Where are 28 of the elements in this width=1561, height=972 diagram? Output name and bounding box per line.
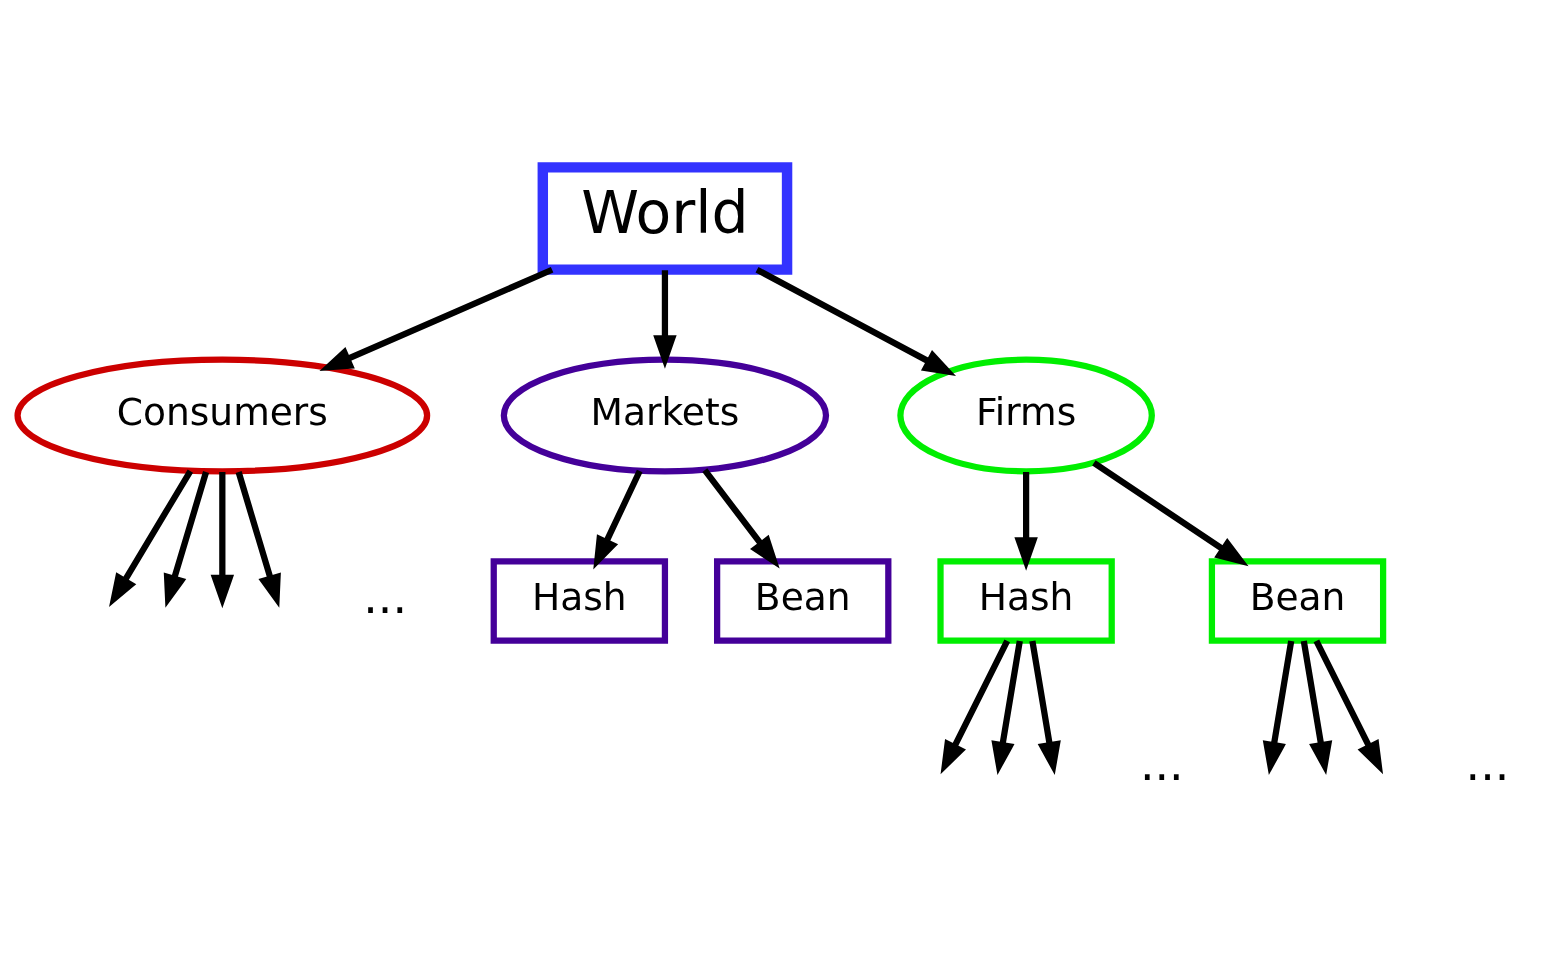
arrow	[940, 639, 1010, 774]
label: ...	[1465, 736, 1510, 791]
arrow	[109, 468, 194, 607]
node-box: Bean	[714, 557, 892, 644]
node-box: Hash	[937, 557, 1115, 644]
arrow	[653, 269, 677, 369]
node-ellipse: Firms	[897, 356, 1155, 474]
arrow	[755, 266, 956, 376]
arrow	[991, 639, 1023, 775]
arrow	[702, 467, 780, 569]
node-box: World	[537, 161, 793, 275]
arrow	[1029, 639, 1061, 775]
label: ...	[1139, 736, 1184, 791]
arrow	[1092, 459, 1249, 566]
arrow	[1300, 639, 1333, 775]
node-ellipse: Markets	[500, 356, 830, 474]
node-ellipse: Consumers	[14, 356, 431, 474]
arrow	[235, 470, 281, 608]
node-box: Hash	[490, 557, 669, 644]
arrow	[1262, 639, 1295, 775]
arrow	[319, 266, 554, 371]
arrow	[1313, 639, 1384, 774]
node-box: Bean	[1208, 557, 1387, 644]
arrow	[1014, 471, 1038, 571]
arrow	[593, 469, 643, 569]
label: ...	[363, 569, 408, 624]
arrow	[210, 471, 235, 608]
arrow	[163, 470, 210, 608]
